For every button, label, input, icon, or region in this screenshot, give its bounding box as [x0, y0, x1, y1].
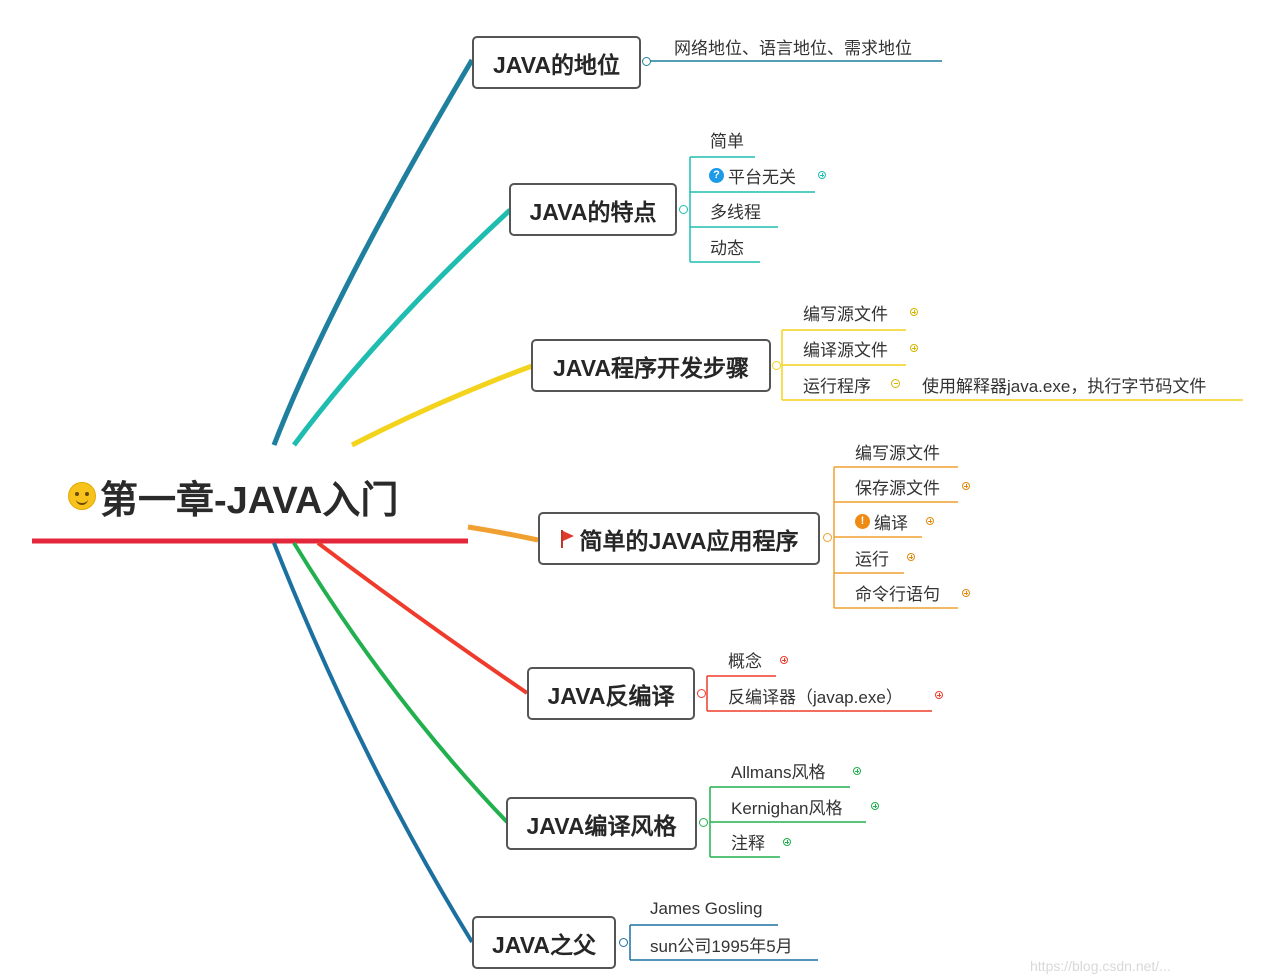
leaf-app-write-source[interactable]: 编写源文件 — [855, 443, 940, 463]
leaf-sun-1995[interactable]: sun公司1995年5月 — [650, 936, 793, 956]
expand-icon[interactable] — [926, 517, 934, 525]
smiley-icon — [68, 482, 96, 510]
collapse-icon[interactable] — [891, 379, 900, 388]
topic-java-decompile[interactable]: JAVA反编译 — [527, 667, 695, 720]
expand-icon[interactable] — [783, 838, 791, 846]
collapse-toggle-icon[interactable] — [679, 205, 688, 214]
branch-father — [272, 542, 474, 944]
leaf-run-program[interactable]: 运行程序 — [803, 376, 871, 396]
leaf-platform-independent[interactable]: ? 平台无关 — [709, 164, 796, 187]
expand-icon[interactable] — [962, 589, 970, 597]
branch-dev-steps — [350, 363, 533, 448]
topic-simple-java-app[interactable]: 简单的JAVA应用程序 — [538, 512, 820, 565]
topic-label: 简单的JAVA应用程序 — [579, 527, 799, 554]
question-icon: ? — [709, 167, 724, 183]
branch-simple-app — [467, 524, 539, 543]
topic-java-features[interactable]: JAVA的特点 — [509, 183, 677, 236]
leaf-james-gosling[interactable]: James Gosling — [650, 899, 763, 918]
branch-features — [291, 208, 512, 447]
topic-label: JAVA之父 — [492, 931, 596, 958]
collapse-toggle-icon[interactable] — [699, 818, 708, 827]
leaf-dynamic[interactable]: 动态 — [710, 238, 744, 258]
leaf-run-detail[interactable]: 使用解释器java.exe，执行字节码文件 — [922, 376, 1207, 396]
collapse-toggle-icon[interactable] — [697, 689, 706, 698]
leaf-app-command-line[interactable]: 命令行语句 — [855, 584, 940, 604]
leaf-allmans-style[interactable]: Allmans风格 — [731, 762, 826, 782]
leaf-app-run[interactable]: 运行 — [855, 549, 889, 569]
branch-decompile — [316, 541, 529, 695]
expand-icon[interactable] — [853, 767, 861, 775]
expand-icon[interactable] — [818, 171, 826, 179]
branch-style — [292, 541, 509, 824]
expand-icon[interactable] — [871, 802, 879, 810]
topic-label: JAVA编译风格 — [526, 812, 677, 839]
expand-icon[interactable] — [907, 553, 915, 561]
leaf-decompiler[interactable]: 反编译器（javap.exe） — [728, 687, 903, 707]
topic-label: JAVA反编译 — [547, 682, 675, 709]
watermark: https://blog.csdn.net/... — [1030, 958, 1171, 974]
collapse-toggle-icon[interactable] — [619, 938, 628, 947]
collapse-toggle-icon[interactable] — [823, 533, 832, 542]
topic-java-father[interactable]: JAVA之父 — [472, 916, 616, 969]
expand-icon[interactable] — [910, 344, 918, 352]
topic-label: JAVA的特点 — [529, 198, 657, 225]
topic-java-status[interactable]: JAVA的地位 — [472, 36, 641, 89]
leaf-compile-source[interactable]: 编译源文件 — [803, 340, 888, 360]
leaf-simple[interactable]: 简单 — [710, 131, 744, 151]
leaf-app-compile[interactable]: ! 编译 — [855, 510, 908, 533]
warning-icon: ! — [855, 513, 870, 529]
central-topic[interactable]: 第一章-JAVA入门 — [68, 472, 398, 522]
topic-java-dev-steps[interactable]: JAVA程序开发步骤 — [531, 339, 771, 392]
topic-label: JAVA程序开发步骤 — [553, 354, 749, 381]
expand-icon[interactable] — [910, 308, 918, 316]
expand-icon[interactable] — [780, 656, 788, 664]
leaf-status-positions[interactable]: 网络地位、语言地位、需求地位 — [674, 38, 912, 58]
collapse-toggle-icon[interactable] — [642, 57, 651, 66]
flag-icon — [560, 529, 574, 548]
collapse-toggle-icon[interactable] — [772, 361, 781, 370]
leaf-multithread[interactable]: 多线程 — [710, 202, 761, 222]
leaf-concept[interactable]: 概念 — [728, 651, 762, 671]
expand-icon[interactable] — [962, 482, 970, 490]
leaf-app-save-source[interactable]: 保存源文件 — [855, 478, 940, 498]
leaf-kernighan-style[interactable]: Kernighan风格 — [731, 798, 843, 818]
central-title: 第一章-JAVA入门 — [100, 479, 399, 522]
expand-icon[interactable] — [935, 691, 943, 699]
topic-label: JAVA的地位 — [493, 51, 620, 78]
leaf-write-source[interactable]: 编写源文件 — [803, 304, 888, 324]
leaf-comments[interactable]: 注释 — [731, 833, 765, 853]
topic-java-compile-style[interactable]: JAVA编译风格 — [506, 797, 697, 850]
branch-status — [271, 58, 475, 446]
